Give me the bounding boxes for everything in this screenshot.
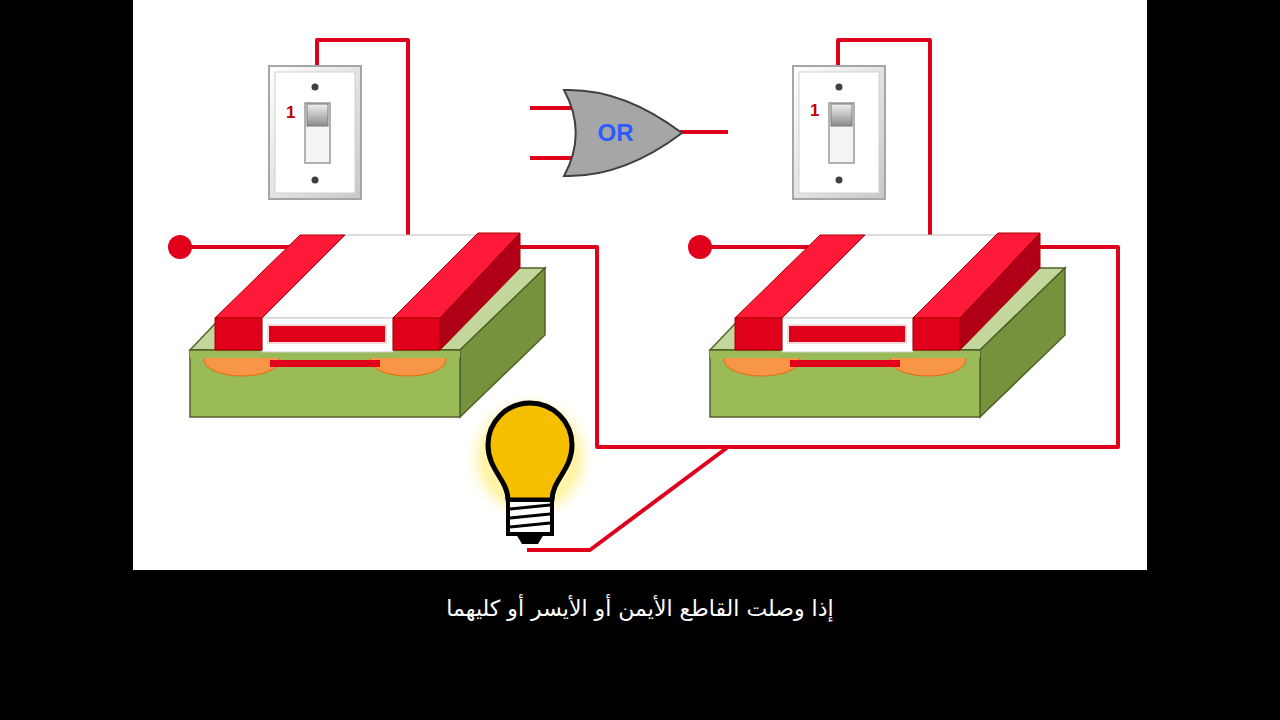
toggle-switch: 1 <box>792 65 886 200</box>
or-gate: OR <box>560 88 685 178</box>
switch-plate <box>268 65 362 200</box>
switch-plate <box>792 65 886 200</box>
switch-state: 1 <box>286 103 295 123</box>
gate-label: OR <box>598 119 634 147</box>
switch-state: 1 <box>810 101 819 121</box>
caption-text: إذا وصلت القاطع الأيمن أو الأيسر أو كليه… <box>446 596 833 621</box>
toggle-switch: 1 <box>268 65 362 200</box>
